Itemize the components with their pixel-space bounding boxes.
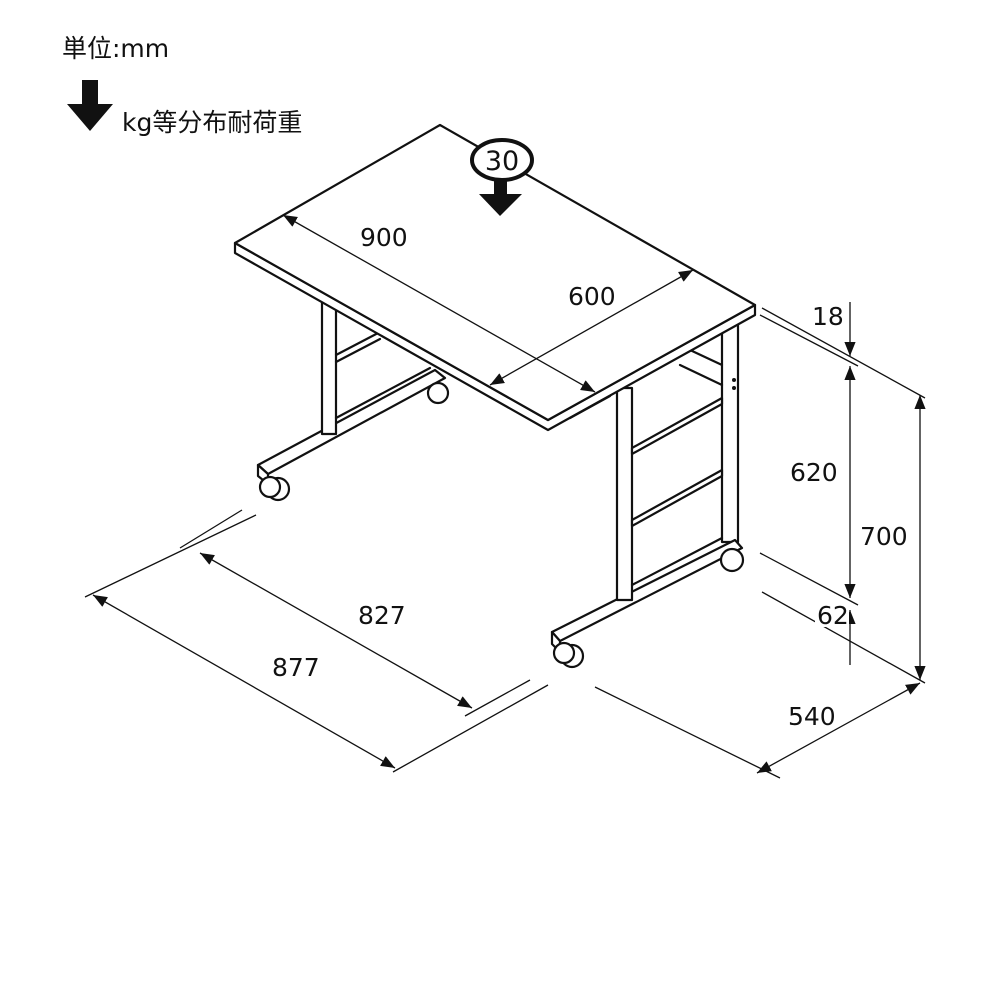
outer-width-label: 877	[272, 653, 320, 682]
top-thickness-label: 18	[812, 302, 844, 331]
caster-height-label: 62	[817, 601, 849, 630]
total-height-label: 700	[860, 522, 908, 551]
base-depth-dimension-line	[756, 682, 921, 774]
depth-label: 600	[568, 282, 616, 311]
height-dimension-lines	[759, 302, 926, 684]
load-badge: 30	[470, 138, 534, 216]
width-label: 900	[360, 223, 408, 252]
right-leg-frame	[550, 318, 745, 669]
base-depth-label: 540	[788, 702, 836, 731]
load-label: kg等分布耐荷重	[122, 108, 302, 137]
load-arrow-icon	[67, 80, 113, 131]
leg-clearance-label: 620	[790, 458, 838, 487]
base-depth-extension	[594, 686, 781, 779]
unit-label: 単位:mm	[62, 34, 169, 63]
depth-dimension-line	[489, 269, 694, 386]
outer-width-dimension-line	[92, 594, 396, 769]
inner-width-label: 827	[358, 601, 406, 630]
load-value: 30	[485, 146, 519, 177]
base-width-extensions	[84, 509, 549, 773]
inner-width-dimension-line	[199, 552, 473, 709]
